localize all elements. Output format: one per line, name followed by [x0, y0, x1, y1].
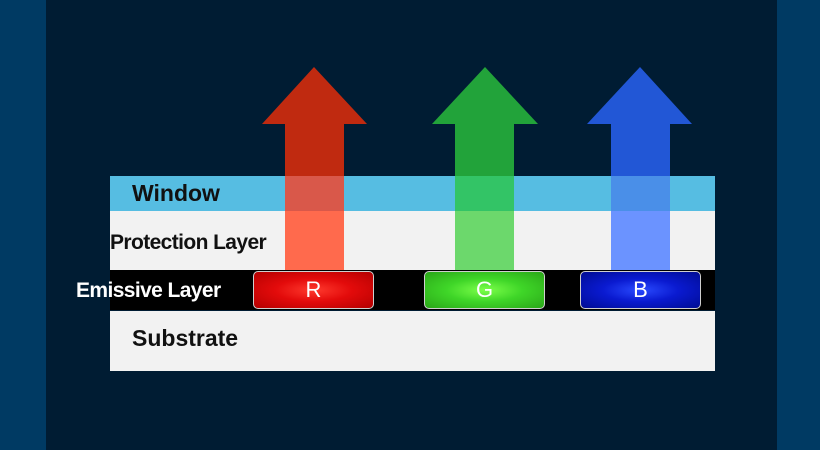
red-light-arrow-shaft-window [285, 176, 344, 211]
emissive-layer-label: Emissive Layer [76, 279, 221, 302]
green-light-arrow-head [432, 67, 538, 124]
red-light-arrow-head [262, 67, 367, 124]
blue-light-arrow-shaft-protection [611, 211, 670, 270]
green-subpixel: G [424, 271, 545, 309]
blue-light-arrow-shaft-upper [611, 124, 670, 176]
substrate-label: Substrate [132, 325, 239, 351]
red-subpixel: R [253, 271, 374, 309]
green-light-arrow-shaft-upper [455, 124, 514, 176]
green-light-arrow-shaft-window [455, 176, 514, 211]
window-label: Window [132, 180, 220, 206]
blue-light-arrow-head [587, 67, 692, 124]
red-light-arrow-shaft-upper [285, 124, 344, 176]
blue-subpixel: B [580, 271, 701, 309]
substrate-layer [110, 311, 715, 371]
blue-light-arrow-shaft-window [611, 176, 670, 211]
protection-layer-label: Protection Layer [110, 231, 267, 254]
green-light-arrow-shaft-protection [455, 211, 514, 270]
red-light-arrow-shaft-protection [285, 211, 344, 270]
